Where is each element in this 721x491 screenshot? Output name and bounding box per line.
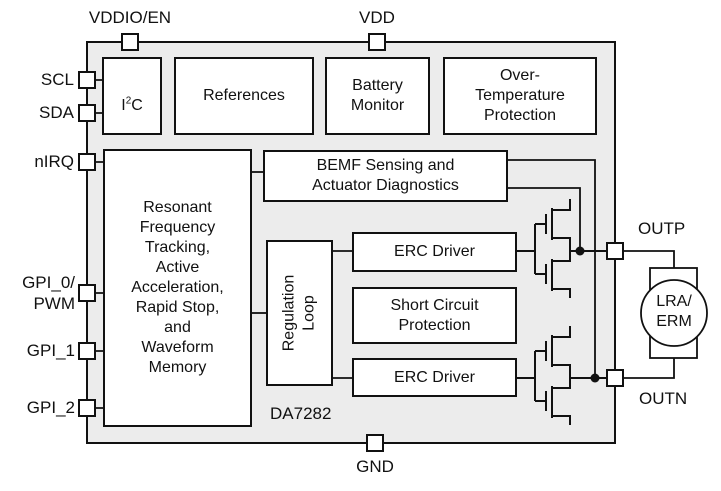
- pin-outn: [606, 369, 624, 387]
- wire-bemf-to-outn-node: [508, 159, 596, 378]
- block-erc-driver-bottom: ERC Driver: [352, 358, 517, 397]
- pin-label-vddio-en: VDDIO/EN: [88, 8, 172, 27]
- pin-label-gpi1: GPI_1: [26, 341, 75, 360]
- pin-label-gpi2: GPI_2: [26, 398, 75, 417]
- pin-vdd: [368, 33, 386, 51]
- pin-nirq: [78, 153, 96, 171]
- pin-outp: [606, 242, 624, 260]
- block-battery-monitor: Battery Monitor: [325, 57, 430, 135]
- wire-bemf-to-outp-node: [508, 187, 581, 251]
- mosfet-half-bridge-outn: [517, 326, 607, 425]
- i2c-label-base: I: [121, 97, 126, 114]
- pin-label-sda: SDA: [39, 103, 74, 122]
- pin-gnd: [366, 434, 384, 452]
- pin-label-outp: OUTP: [638, 219, 686, 238]
- pin-label-scl: SCL: [40, 70, 74, 89]
- wire-outn-to-load: [623, 358, 675, 379]
- junction-dot-outn: [590, 373, 600, 383]
- regulation-loop-label: Regulation Loop: [280, 274, 318, 352]
- i2c-label-rest: C: [131, 97, 143, 114]
- pin-label-nirq: nIRQ: [34, 152, 74, 171]
- block-short-circuit-protection: Short Circuit Protection: [352, 287, 517, 344]
- i2c-label-sup: 2: [125, 95, 132, 107]
- pin-scl: [78, 71, 96, 89]
- pin-vddio-en: [121, 33, 139, 51]
- wire-outp-to-load: [623, 250, 675, 268]
- block-references: References: [174, 57, 314, 135]
- pin-gpi2: [78, 399, 96, 417]
- block-bemf-sensing: BEMF Sensing and Actuator Diagnostics: [263, 150, 508, 202]
- pin-gpi0-pwm: [78, 284, 96, 302]
- mosfet-half-bridge-outp: [517, 199, 607, 298]
- pin-sda: [78, 104, 96, 122]
- block-regulation-loop: Regulation Loop: [266, 240, 333, 386]
- lra-erm-circle: [640, 279, 708, 347]
- block-i2c: I2C: [102, 57, 162, 135]
- part-number-label: DA7282: [270, 404, 332, 423]
- pin-label-outn: OUTN: [639, 389, 688, 408]
- junction-dot-outp: [575, 246, 585, 256]
- pin-label-gpi0-pwm: GPI_0/ PWM: [22, 273, 75, 313]
- pin-gpi1: [78, 342, 96, 360]
- block-erc-driver-top: ERC Driver: [352, 232, 517, 272]
- block-resonant-engine: Resonant Frequency Tracking, Active Acce…: [103, 149, 252, 427]
- block-over-temperature-protection: Over- Temperature Protection: [443, 57, 597, 135]
- lra-erm-label: LRA/ ERM: [656, 293, 692, 330]
- pin-label-vdd: VDD: [359, 8, 395, 27]
- wire-left-pin-stubs: [95, 79, 104, 409]
- pin-label-gnd: GND: [356, 457, 394, 476]
